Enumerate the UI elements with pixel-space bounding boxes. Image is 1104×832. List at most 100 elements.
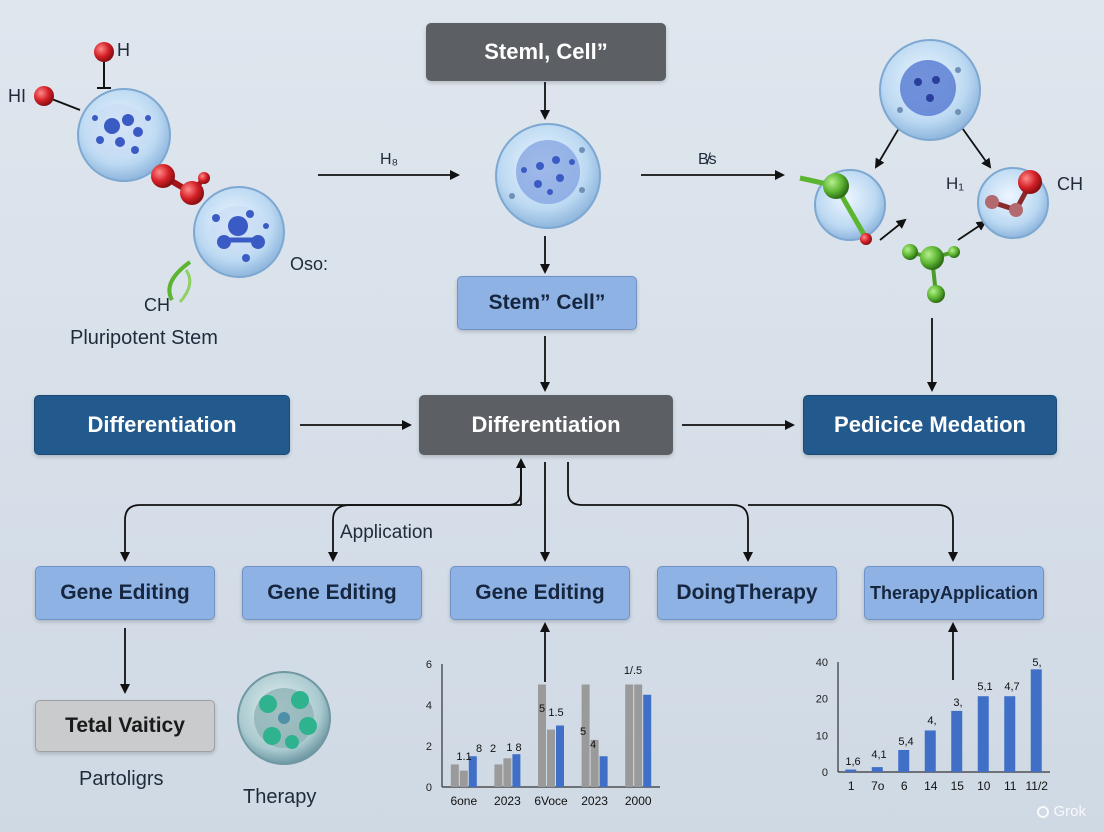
data-label: 2: [490, 743, 496, 755]
x-tick-label: 2023: [581, 794, 608, 808]
node-stem-cell-mid[interactable]: Stem” Cell”: [457, 276, 637, 330]
node-doing-therapy[interactable]: DoingTherapy: [657, 566, 837, 620]
bar: [590, 739, 599, 787]
bar: [599, 756, 608, 787]
watermark: Grok: [1037, 803, 1086, 820]
bar: [634, 684, 643, 787]
x-tick-label: 6one: [450, 794, 477, 808]
x-tick-label: 6: [901, 779, 908, 793]
label-hi: HI: [8, 86, 26, 106]
node-gene-editing-2[interactable]: Gene Editing: [242, 566, 422, 620]
data-label: 8: [476, 743, 482, 755]
x-tick-label: 7o: [871, 779, 885, 793]
x-tick-label: 11: [1004, 779, 1017, 793]
therapy-cell: [237, 671, 331, 765]
cell-top-right: [879, 39, 981, 141]
bar: [468, 756, 477, 787]
cell-mid-left: [193, 186, 285, 278]
label-ch-left: CH: [144, 295, 170, 315]
node-therapy-application[interactable]: TherapyApplication: [864, 566, 1044, 620]
node-label: Steml, Cell”: [484, 39, 608, 64]
bar: [951, 710, 963, 772]
y-tick-label: 4: [426, 700, 432, 712]
cell-right-right: [977, 167, 1049, 239]
bar: [871, 767, 883, 772]
label-h-arrow: H₈: [380, 151, 399, 168]
bar: [643, 694, 652, 787]
cell-center-top: [495, 123, 601, 229]
label-h1: H₁: [946, 174, 965, 193]
label-partoligrs: Partoligrs: [79, 768, 164, 790]
bar: [494, 764, 503, 787]
connector-arrows: [120, 82, 992, 694]
node-gene-editing-1[interactable]: Gene Editing: [35, 566, 215, 620]
y-tick-label: 0: [822, 767, 828, 779]
molecule-red-chain: [151, 164, 210, 205]
node-tetal-vaiticy[interactable]: Tetal Vaiticy: [35, 700, 215, 752]
data-label: 5: [580, 726, 586, 738]
node-label: Pedicice Medation: [834, 412, 1026, 437]
node-label: TherapyApplication: [869, 582, 1039, 603]
label-therapy: Therapy: [243, 786, 317, 808]
node-label: DoingTherapy: [676, 581, 818, 604]
bar: [459, 770, 468, 787]
y-tick-label: 20: [816, 694, 828, 706]
cell-right-left: [799, 169, 886, 245]
bar: [845, 769, 857, 772]
data-label: 4,1: [871, 749, 886, 761]
data-label: 5,4: [898, 736, 913, 748]
label-oso: Oso:: [290, 254, 329, 274]
label-application: Application: [340, 522, 433, 543]
bar: [1004, 696, 1016, 772]
bar: [547, 729, 555, 787]
data-label: 1,6: [845, 756, 860, 768]
data-label: 1.1: [456, 751, 471, 763]
bar: [503, 758, 512, 787]
node-label: Gene Editing: [475, 581, 605, 604]
watermark-text: Grok: [1053, 803, 1086, 820]
grok-logo-icon: [1037, 805, 1050, 818]
y-tick-label: 10: [816, 730, 828, 742]
bar: [581, 684, 590, 787]
data-label: 1/.5: [624, 665, 642, 677]
node-label: Differentiation: [471, 412, 621, 437]
label-pluripotent: Pluripotent Stem: [70, 327, 218, 349]
x-tick-label: 15: [951, 779, 965, 793]
molecule-top-left: [34, 42, 114, 111]
node-label: Stem” Cell”: [488, 291, 606, 314]
x-tick-label: 1: [848, 779, 855, 793]
data-label: 4: [590, 739, 596, 751]
bar: [924, 730, 936, 772]
bar: [898, 750, 910, 772]
node-label: Tetal Vaiticy: [65, 714, 185, 737]
data-label: 5: [539, 703, 545, 715]
label-h-top: H: [117, 40, 130, 60]
x-tick-label: 11/2: [1026, 779, 1049, 793]
bar: [1030, 669, 1042, 772]
x-tick-label: 10: [977, 779, 991, 793]
node-stem-cell-top[interactable]: Steml, Cell”: [426, 23, 666, 81]
x-tick-label: 14: [924, 779, 938, 793]
data-label: 5,1: [977, 681, 992, 693]
data-label: 3,: [953, 697, 962, 709]
x-tick-label: 2000: [625, 794, 652, 808]
data-label: 1 8: [506, 742, 521, 754]
x-tick-label: 6Voce: [534, 794, 568, 808]
bar: [556, 725, 564, 787]
data-label: 1.5: [548, 707, 563, 719]
x-tick-label: 2023: [494, 794, 521, 808]
label-ch-right: CH: [1057, 174, 1083, 194]
bar: [977, 696, 989, 772]
data-label: 5,: [1032, 657, 1041, 669]
node-label: Differentiation: [87, 412, 237, 437]
label-bs-arrow: B̸s: [698, 151, 717, 168]
data-label: 4,: [927, 715, 936, 727]
data-label: 4,7: [1004, 681, 1019, 693]
node-differentiation-left[interactable]: Differentiation: [34, 395, 290, 455]
y-tick-label: 6: [426, 659, 432, 671]
node-differentiation-center[interactable]: Differentiation: [419, 395, 673, 455]
node-pedicice-medation[interactable]: Pedicice Medation: [803, 395, 1057, 455]
node-gene-editing-3[interactable]: Gene Editing: [450, 566, 630, 620]
